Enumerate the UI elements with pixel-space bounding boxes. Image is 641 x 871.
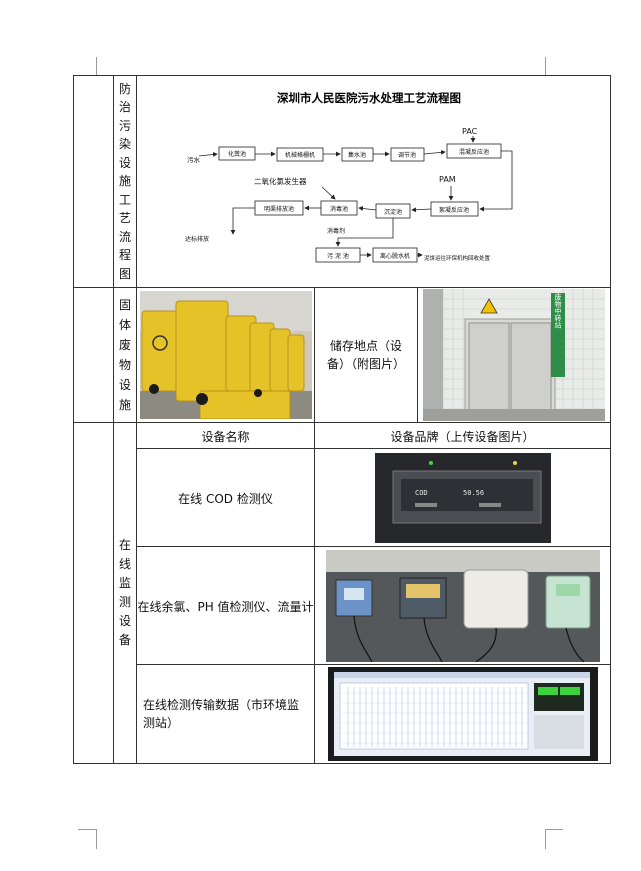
crop-mark — [96, 829, 97, 849]
storage-text-cell: 储存地点（设备）（附图片） — [314, 287, 418, 423]
label-sludge-tank: 污 泥 池 — [327, 252, 349, 260]
header-device-name-text: 设备名称 — [201, 429, 250, 444]
box-collection — [341, 147, 374, 162]
process-flow-diagram: 深圳市人民医院污水处理工艺流程图 污水 PAC PAM 二氧化氯发生器 达标排放… — [185, 91, 513, 263]
crop-mark — [545, 57, 546, 75]
storage-photo-cell: 医疗废物中转站 — [416, 287, 612, 423]
arrow-coag-floc — [479, 150, 513, 212]
arrow-sed-sludge — [335, 218, 394, 247]
label-dewater: 离心脱水机 — [380, 252, 410, 260]
solid-waste-label-cell: 固体废物设施 — [113, 287, 137, 423]
device-row: 在线检测传输数据（市环境监测站） — [74, 664, 612, 764]
device-photo-cell: COD 50.56 — [313, 448, 612, 547]
header-device-brand-text: 设备品牌（上传设备图片） — [390, 429, 535, 444]
row-index-cell — [73, 75, 114, 288]
header-device-name: 设备名称 — [136, 422, 315, 449]
row-index-cell — [73, 287, 114, 423]
cod-analyzer-photo: COD 50.56 — [374, 452, 551, 543]
chlorine-ph-flow-photo — [325, 549, 600, 662]
arrow-wastewater-septic — [198, 152, 218, 157]
device-name-cell: 在线余氯、PH 值检测仪、流量计 — [136, 546, 315, 665]
device-name-cell: 在线 COD 检测仪 — [136, 448, 315, 547]
process-diagram-cell: 深圳市人民医院污水处理工艺流程图 污水 PAC PAM 二氧化氯发生器 达标排放… — [135, 75, 612, 288]
solid-waste-row: 固体废物设施 — [73, 287, 612, 423]
node-wastewater: 污水 — [187, 155, 201, 164]
arrow-regulating-coagulation — [423, 149, 446, 155]
crop-mark — [545, 829, 546, 849]
waste-bin-photo-cell — [136, 287, 315, 423]
monitoring-label: 在线监测设备 — [118, 538, 131, 647]
data-transmission-screen-photo — [327, 667, 598, 761]
device-row: 在线余氯、PH 值检测仪、流量计 — [74, 546, 612, 665]
solid-waste-label: 固体废物设施 — [118, 298, 131, 412]
device-row: 在线 COD 检测仪 COD 50.56 — [74, 448, 612, 547]
device-name: 在线 COD 检测仪 — [178, 491, 273, 506]
label-septic: 化粪池 — [228, 150, 246, 158]
arrow-chlorine — [321, 186, 336, 200]
label-collection: 集水池 — [348, 151, 366, 159]
label-sedimentation: 沉淀池 — [384, 208, 402, 216]
label-regulating: 调节池 — [398, 151, 416, 159]
process-label-cell: 防治污染设施工艺流程图 — [113, 75, 137, 288]
cod-screen-label: COD — [415, 489, 428, 497]
box-screen — [276, 147, 324, 162]
device-name: 在线余氯、PH 值检测仪、流量计 — [137, 599, 314, 614]
device-name-cell: 在线检测传输数据（市环境监测站） — [136, 664, 315, 764]
header-device-brand: 设备品牌（上传设备图片） — [313, 422, 612, 449]
door-sign-text: 医疗废物中转站 — [554, 289, 562, 330]
row-index-cell — [73, 422, 114, 764]
arrow-channel-discharge — [230, 207, 255, 235]
crop-mark — [545, 829, 563, 830]
label-flocculation: 絮凝反应池 — [439, 206, 469, 214]
storage-location-text: 储存地点（设备）（附图片） — [326, 339, 405, 371]
cod-screen-value: 50.56 — [463, 489, 484, 497]
node-disinfectant: 消毒剂 — [327, 227, 345, 235]
label-open-channel: 明渠排放池 — [264, 205, 294, 213]
process-row: 防治污染设施工艺流程图 深圳市人民医院污水处理工艺流程图 污水 PAC PAM … — [73, 75, 612, 288]
diagram-title: 深圳市人民医院污水处理工艺流程图 — [277, 91, 461, 105]
waste-station-photo: 医疗废物中转站 — [423, 289, 605, 421]
monitoring-header-row: 在线监测设备 设备名称 设备品牌（上传设备图片） — [73, 422, 612, 764]
process-label: 防治污染设施工艺流程图 — [118, 81, 131, 281]
node-discharge: 达标排放 — [185, 235, 209, 243]
node-pam: PAM — [439, 175, 456, 184]
node-chlorine-gen: 二氧化氯发生器 — [254, 176, 307, 186]
crop-mark — [96, 57, 97, 75]
arrow-floc-sed — [411, 207, 432, 213]
crop-mark — [78, 829, 96, 830]
node-sludge-out: 泥饼运往环保机构回收处置 — [424, 254, 491, 262]
waste-bins-photo — [139, 291, 312, 419]
facility-table: 防治污染设施工艺流程图 深圳市人民医院污水处理工艺流程图 污水 PAC PAM … — [73, 75, 612, 764]
label-screen: 机械格栅机 — [285, 151, 315, 159]
label-coagulation: 混凝反应池 — [459, 148, 489, 156]
device-photo-cell — [313, 664, 612, 764]
box-septic — [218, 146, 256, 161]
device-name: 在线检测传输数据（市环境监测站） — [143, 698, 300, 730]
node-pac: PAC — [462, 127, 478, 136]
arrow-sed-dis — [358, 206, 377, 211]
monitoring-label-cell: 在线监测设备 — [113, 422, 137, 764]
box-regulating — [390, 147, 425, 162]
device-photo-cell — [313, 546, 612, 665]
label-disinfection: 消毒池 — [330, 205, 348, 213]
